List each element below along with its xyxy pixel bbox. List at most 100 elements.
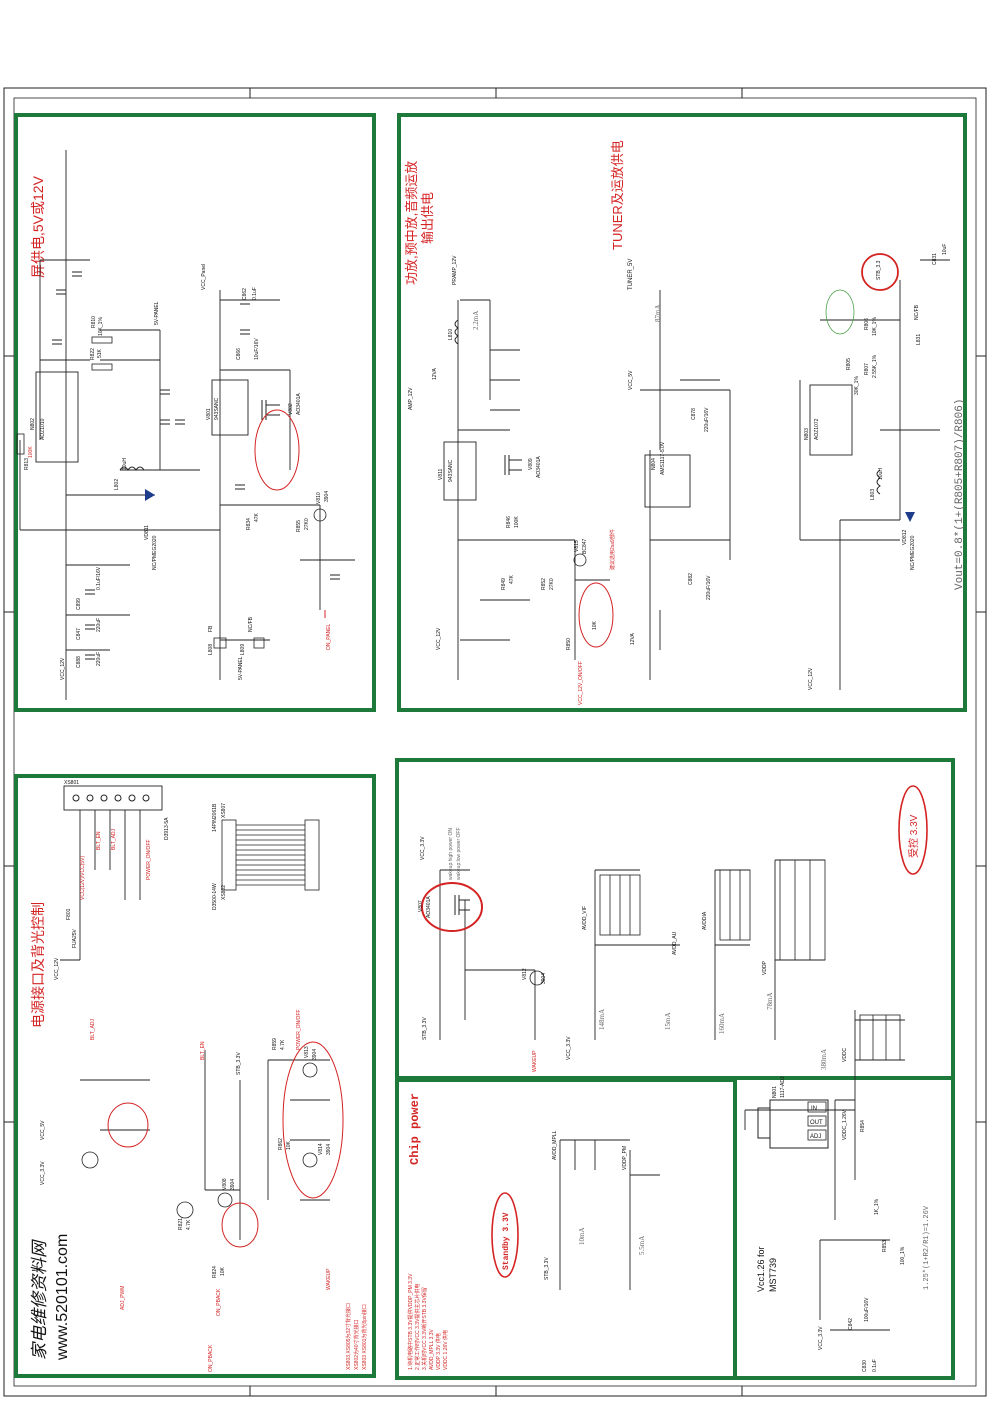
inductor-l803 bbox=[876, 469, 881, 495]
box-amp-power bbox=[397, 113, 967, 712]
ldo-formula: 1.25*(1+R2/R1)=1.26V bbox=[923, 1205, 931, 1290]
net-wakeup-if: WAKEUP bbox=[326, 1268, 332, 1290]
transistor-v814 bbox=[302, 1152, 318, 1168]
standby-current-b: 15mA bbox=[664, 1013, 672, 1031]
inductor-l803-ref: L803 bbox=[870, 489, 876, 500]
standby-current-a: 148mA bbox=[598, 1009, 606, 1030]
ic-n803-ref: N803 bbox=[804, 428, 810, 440]
highlight-r835 bbox=[221, 1202, 259, 1248]
vcc126-label-2: MST739 bbox=[768, 1258, 778, 1292]
net-vddp: VDDP bbox=[762, 960, 768, 975]
transistor-v808 bbox=[217, 1192, 233, 1208]
res-r849: R849 bbox=[501, 578, 507, 590]
cap-c888-val: 220uF bbox=[96, 652, 102, 666]
panel-caps bbox=[52, 271, 340, 660]
transistor-v813 bbox=[302, 1062, 318, 1078]
panel-power-section: 屏供电,5V或12V bbox=[16, 150, 355, 700]
fb-l831-val: NC/FB bbox=[914, 304, 920, 320]
array-v801 bbox=[211, 379, 249, 436]
res-r813: R813 bbox=[24, 458, 30, 470]
standby-note-2: wakeup:low power OFF bbox=[456, 827, 462, 880]
net-12va-tuner: 12VA bbox=[630, 632, 636, 645]
connector-xs801 bbox=[63, 785, 163, 811]
diode-vd812-type: NC/PMEG2020 bbox=[910, 535, 916, 570]
chip-power-section: Chip power Standby 3.3V STB_3.3V AVDD_MP… bbox=[407, 1093, 660, 1370]
diode-vd812 bbox=[905, 512, 915, 522]
cap-c888: C888 bbox=[76, 656, 82, 668]
cap-c842: C842 bbox=[848, 1318, 854, 1330]
net-stb33-chip: STB_3.3V bbox=[544, 1257, 550, 1280]
net-5v-panel-b: 5V-PANEL bbox=[238, 656, 244, 680]
ldo-n801-pin-in: IN bbox=[811, 1106, 817, 1112]
diode-vd812-ref: VD812 bbox=[902, 529, 908, 545]
net-on-pback-2: ON_PBACK bbox=[208, 1344, 214, 1372]
net-wakeup-sb: WAKEUP bbox=[532, 1050, 538, 1072]
transistor-v810-ref: V810 bbox=[316, 492, 322, 504]
net-blt-adj: BLT_ADJ bbox=[90, 1018, 96, 1040]
ldo-n801-pin-out: OUT bbox=[810, 1120, 823, 1126]
cap-c847: C847 bbox=[76, 628, 82, 640]
inductor-l802-ref: L802 bbox=[114, 479, 120, 490]
header-xs807-ref: XS807 bbox=[221, 803, 227, 818]
res-r807: R807 bbox=[864, 363, 870, 375]
net-avdd-mpll: AVDD_MPLL bbox=[552, 1130, 558, 1160]
chip-note-6: VDDC 1.26V 供电 bbox=[442, 1330, 449, 1370]
standby-current-d: 78mA bbox=[766, 993, 774, 1011]
res-r822: R822 bbox=[90, 348, 96, 360]
res-r805-val: 30K_1% bbox=[854, 376, 860, 395]
panel-power-title: 屏供电,5V或12V bbox=[30, 175, 46, 278]
ic-n802-type: AOZ1010 bbox=[40, 418, 46, 440]
ldo-n804-ref: N804 bbox=[651, 458, 657, 470]
tuner-current: 87mA bbox=[654, 305, 662, 323]
connector-xs801-ref: XS801 bbox=[64, 780, 79, 786]
net-vcc12-if: VCC_12V bbox=[54, 957, 60, 980]
tuner-power-title: TUNER及运放供电 bbox=[610, 140, 625, 250]
net-vcc33-if: VCC_3.3V bbox=[40, 1161, 46, 1185]
net-blt-en: BLT_EN bbox=[200, 1041, 206, 1060]
cap-c899: C899 bbox=[76, 598, 82, 610]
diode-vd811 bbox=[145, 489, 155, 501]
res-r824: R824 bbox=[212, 1266, 218, 1278]
net-on-panel: ON_PANEL bbox=[326, 623, 332, 650]
net-on-pback: ON_PBACK bbox=[216, 1288, 222, 1316]
amp-current: 2.2mA bbox=[472, 311, 480, 330]
mos-v809 bbox=[504, 455, 522, 475]
box-standby-ext bbox=[733, 1078, 955, 1380]
chip-current-b: 5.5mA bbox=[638, 1236, 646, 1255]
array-v811-ref: V811 bbox=[438, 468, 444, 480]
res-r862: R862 bbox=[278, 1138, 284, 1150]
res-r849-val: 47K bbox=[509, 574, 515, 584]
standby-title-oval bbox=[898, 785, 928, 875]
net-12va-amp: 12VA bbox=[432, 367, 438, 380]
chip-note-1: 1.待机电路中STB 3.3V提供VDDP_PM 3.3V bbox=[407, 1273, 414, 1370]
tuner-power-section: TUNER及运放供电 N804 AMS1117-5.0V N803 AOZ107… bbox=[610, 140, 966, 690]
highlight-r833 bbox=[107, 1102, 149, 1148]
highlight-stb33 bbox=[861, 253, 899, 291]
net-tuner5v: TUNER_5V bbox=[628, 259, 634, 290]
res-r846-val: 100K bbox=[514, 516, 520, 528]
transistor-v815-type: BC847 bbox=[582, 538, 588, 554]
chip-current-a: 10mA bbox=[578, 1228, 586, 1246]
res-r855: R855 bbox=[296, 520, 302, 532]
cap-c882-val: 220uF/16V bbox=[706, 575, 712, 600]
header-xs802-ref: XS802 bbox=[221, 885, 227, 900]
highlight-v807 bbox=[421, 882, 483, 932]
ic-n803 bbox=[809, 384, 853, 456]
vcc126-label: Vcc1.26 for bbox=[756, 1246, 766, 1292]
cap-c899-val: 0.1uF/16V bbox=[96, 566, 102, 590]
sheet-frame bbox=[3, 87, 987, 1397]
res-r850-val: 10K bbox=[592, 620, 598, 630]
interface-note-3: XS803 XS801为背光8pin接口 bbox=[361, 1304, 368, 1370]
net-avdd-vif: AVDD_VIF bbox=[582, 906, 588, 930]
net-avdd-au: AVDD_AU bbox=[672, 931, 678, 955]
cap-c866: C866 bbox=[236, 348, 242, 360]
standby-section: 受控 3.3V bbox=[418, 785, 931, 1372]
transistor-v812-type: 3904 bbox=[541, 973, 547, 984]
res-r859-val: 4.7K bbox=[280, 1039, 286, 1050]
amp-wires bbox=[457, 299, 610, 680]
thermistor-b bbox=[176, 1201, 194, 1219]
interface-title: 电源接口及背光控制 bbox=[30, 902, 46, 1028]
res-r846: R846 bbox=[506, 516, 512, 528]
res-r853: R853 bbox=[882, 1240, 888, 1252]
panel-power-wires bbox=[19, 150, 355, 700]
